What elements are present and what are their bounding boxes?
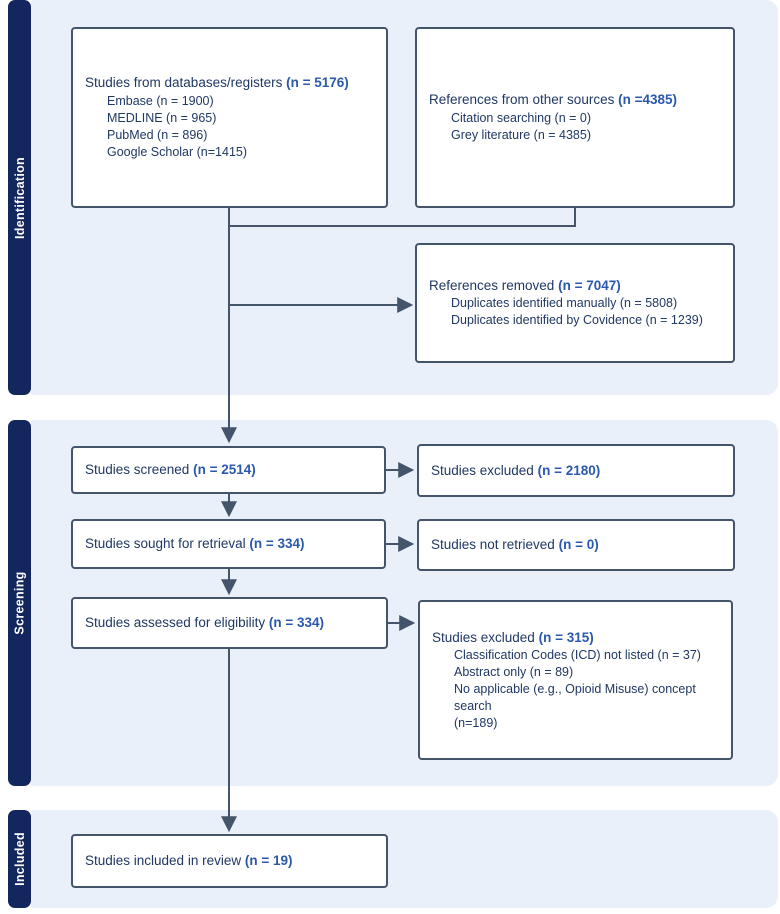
box-title-text: Studies from databases/registers — [85, 75, 283, 91]
list-item: Duplicates identified manually (n = 5808… — [451, 296, 678, 311]
box-title-text: References from other sources — [429, 92, 615, 108]
list-item: Grey literature (n = 4385) — [451, 127, 591, 142]
box-title: Studies included in review (n = 19) — [85, 852, 376, 870]
list-item: Citation searching (n = 0) — [451, 110, 592, 125]
box-references-removed: References removed (n = 7047) Duplicates… — [415, 243, 735, 363]
list-item: PubMed (n = 896) — [107, 127, 208, 142]
box-studies-excluded-eligibility: Studies excluded (n = 315) Classificatio… — [418, 600, 733, 760]
list-item: MEDLINE (n = 965) — [107, 110, 217, 125]
box-item-list: Duplicates identified manually (n = 5808… — [451, 295, 723, 329]
box-item-list: Citation searching (n = 0) Grey literatu… — [451, 110, 723, 144]
box-title: Studies assessed for eligibility (n = 33… — [85, 614, 376, 632]
box-studies-screened: Studies screened (n = 2514) — [71, 446, 386, 494]
box-title-text: Studies included in review — [85, 853, 242, 869]
box-title-count: (n = 334) — [268, 615, 325, 631]
list-item: Duplicates identified by Covidence (n = … — [451, 313, 703, 328]
box-title: References from other sources (n =4385) — [429, 91, 723, 109]
box-title-text: Studies excluded — [432, 629, 535, 645]
box-title-count: (n =4385) — [618, 92, 678, 108]
box-title: References removed (n = 7047) — [429, 277, 723, 295]
box-title-text: Studies screened — [85, 462, 190, 478]
box-studies-sought: Studies sought for retrieval (n = 334) — [71, 519, 386, 569]
list-item: Classification Codes (ICD) not listed (n… — [454, 648, 701, 663]
list-item: Abstract only (n = 89) — [454, 664, 574, 679]
box-title-count: (n = 2514) — [193, 462, 256, 478]
section-band-included: Included — [8, 810, 31, 908]
box-title-count: (n = 0) — [558, 537, 599, 553]
box-studies-included: Studies included in review (n = 19) — [71, 834, 388, 888]
section-label-screening: Screening — [12, 571, 27, 635]
section-band-screening: Screening — [8, 420, 31, 786]
box-studies-excluded-screening: Studies excluded (n = 2180) — [417, 444, 735, 497]
box-title-count: (n = 334) — [249, 536, 305, 552]
box-item-list: Embase (n = 1900) MEDLINE (n = 965) PubM… — [107, 93, 376, 161]
box-title-text: Studies sought for retrieval — [85, 536, 246, 552]
box-title: Studies from databases/registers (n = 51… — [85, 74, 376, 92]
box-title: Studies screened (n = 2514) — [85, 461, 374, 479]
box-title-text: References removed — [429, 277, 555, 293]
box-title: Studies not retrieved (n = 0) — [431, 536, 723, 554]
box-title-count: (n = 315) — [538, 629, 594, 645]
box-item-list: Classification Codes (ICD) not listed (n… — [454, 647, 721, 731]
list-item: Google Scholar (n=1415) — [107, 144, 248, 159]
section-label-included: Included — [12, 832, 27, 886]
section-label-identification: Identification — [12, 156, 27, 239]
list-item: Embase (n = 1900) — [107, 94, 214, 109]
box-title-text: Studies not retrieved — [431, 537, 555, 553]
box-title-text: Studies excluded — [431, 462, 534, 478]
box-studies-not-retrieved: Studies not retrieved (n = 0) — [417, 519, 735, 571]
list-item: No applicable (e.g., Opioid Misuse) conc… — [454, 681, 696, 730]
box-title-count: (n = 7047) — [558, 277, 621, 293]
box-title-count: (n = 19) — [244, 853, 293, 869]
box-title: Studies sought for retrieval (n = 334) — [85, 535, 374, 553]
box-title: Studies excluded (n = 2180) — [431, 462, 723, 480]
box-title-count: (n = 2180) — [537, 462, 601, 478]
box-title-text: Studies assessed for eligibility — [85, 615, 266, 631]
box-references-other-sources: References from other sources (n =4385) … — [415, 27, 735, 208]
section-band-identification: Identification — [8, 0, 31, 395]
box-studies-from-databases: Studies from databases/registers (n = 51… — [71, 27, 388, 208]
box-studies-assessed-eligibility: Studies assessed for eligibility (n = 33… — [71, 597, 388, 649]
box-title-count: (n = 5176) — [286, 75, 349, 91]
box-title: Studies excluded (n = 315) — [432, 629, 721, 647]
